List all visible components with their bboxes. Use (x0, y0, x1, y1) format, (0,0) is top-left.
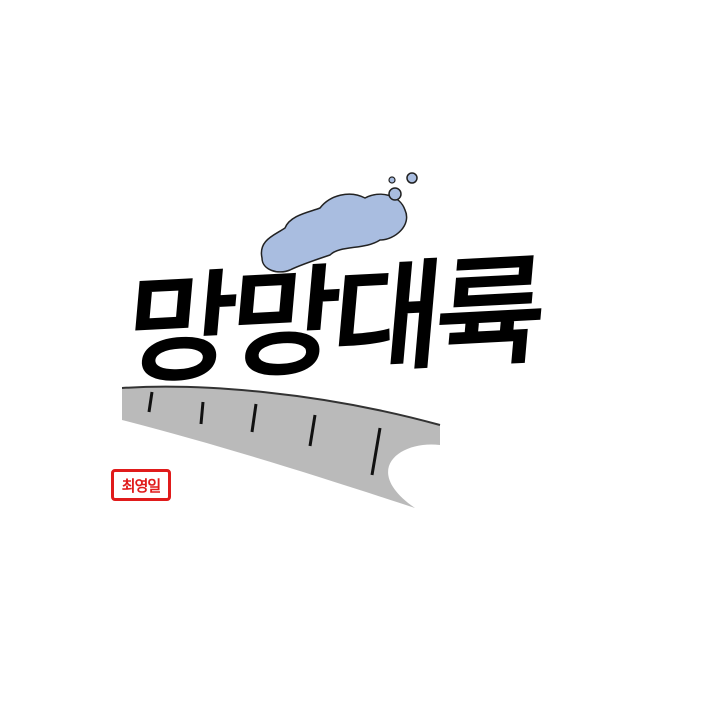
logo-title: 망망대륙 (120, 241, 546, 401)
road-illustration (121, 385, 441, 508)
smoke-cloud-icon (260, 172, 418, 273)
red-seal-stamp: 최영일 (111, 469, 171, 501)
